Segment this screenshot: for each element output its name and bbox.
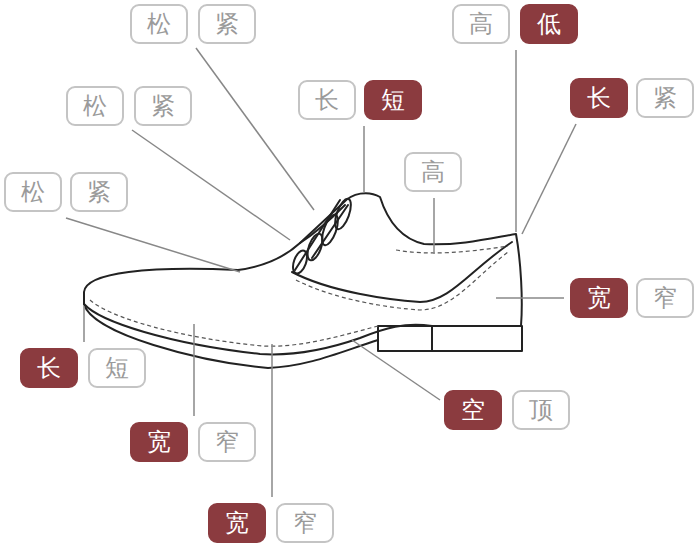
chip-label: 短: [381, 88, 405, 112]
chip-label: 紧: [215, 12, 239, 36]
selected-chip: 短: [364, 80, 422, 120]
option-chip: 高: [452, 4, 510, 44]
option-chip: 松: [66, 86, 124, 126]
chip-label: 空: [461, 398, 485, 422]
chip-label: 松: [147, 12, 171, 36]
selected-chip: 宽: [570, 278, 628, 318]
selected-chip: 低: [520, 4, 578, 44]
option-chip: 紧: [134, 86, 192, 126]
chip-label: 松: [21, 180, 45, 204]
selected-chip: 宽: [130, 422, 188, 462]
chip-label: 窄: [215, 430, 239, 454]
chip-label: 窄: [293, 511, 317, 535]
chip-label: 长: [315, 88, 339, 112]
chip-label: 高: [421, 160, 445, 184]
chip-label: 短: [105, 356, 129, 380]
option-chip: 紧: [198, 4, 256, 44]
option-chip: 窄: [636, 278, 694, 318]
option-chip: 短: [88, 348, 146, 388]
option-chip: 顶: [512, 390, 570, 430]
chip-label: 高: [469, 12, 493, 36]
option-chip: 松: [130, 4, 188, 44]
chip-label: 宽: [587, 286, 611, 310]
option-chip: 紧: [70, 172, 128, 212]
selected-chip: 长: [20, 348, 78, 388]
option-chip: 松: [4, 172, 62, 212]
selected-chip: 宽: [208, 503, 266, 543]
selected-chip: 空: [444, 390, 502, 430]
chip-label: 紧: [653, 86, 677, 110]
chip-label: 长: [37, 356, 61, 380]
chip-label: 长: [587, 86, 611, 110]
selected-chip: 长: [570, 78, 628, 118]
chip-label: 顶: [529, 398, 553, 422]
option-chip: 长: [298, 80, 356, 120]
option-chip: 紧: [636, 78, 694, 118]
chip-label: 窄: [653, 286, 677, 310]
chip-label: 紧: [151, 94, 175, 118]
chip-label: 宽: [147, 430, 171, 454]
chip-label: 低: [537, 12, 561, 36]
chip-label: 宽: [225, 511, 249, 535]
option-chip: 窄: [276, 503, 334, 543]
option-chip: 高: [404, 152, 462, 192]
chip-label: 松: [83, 94, 107, 118]
option-chip: 窄: [198, 422, 256, 462]
chip-label: 紧: [87, 180, 111, 204]
